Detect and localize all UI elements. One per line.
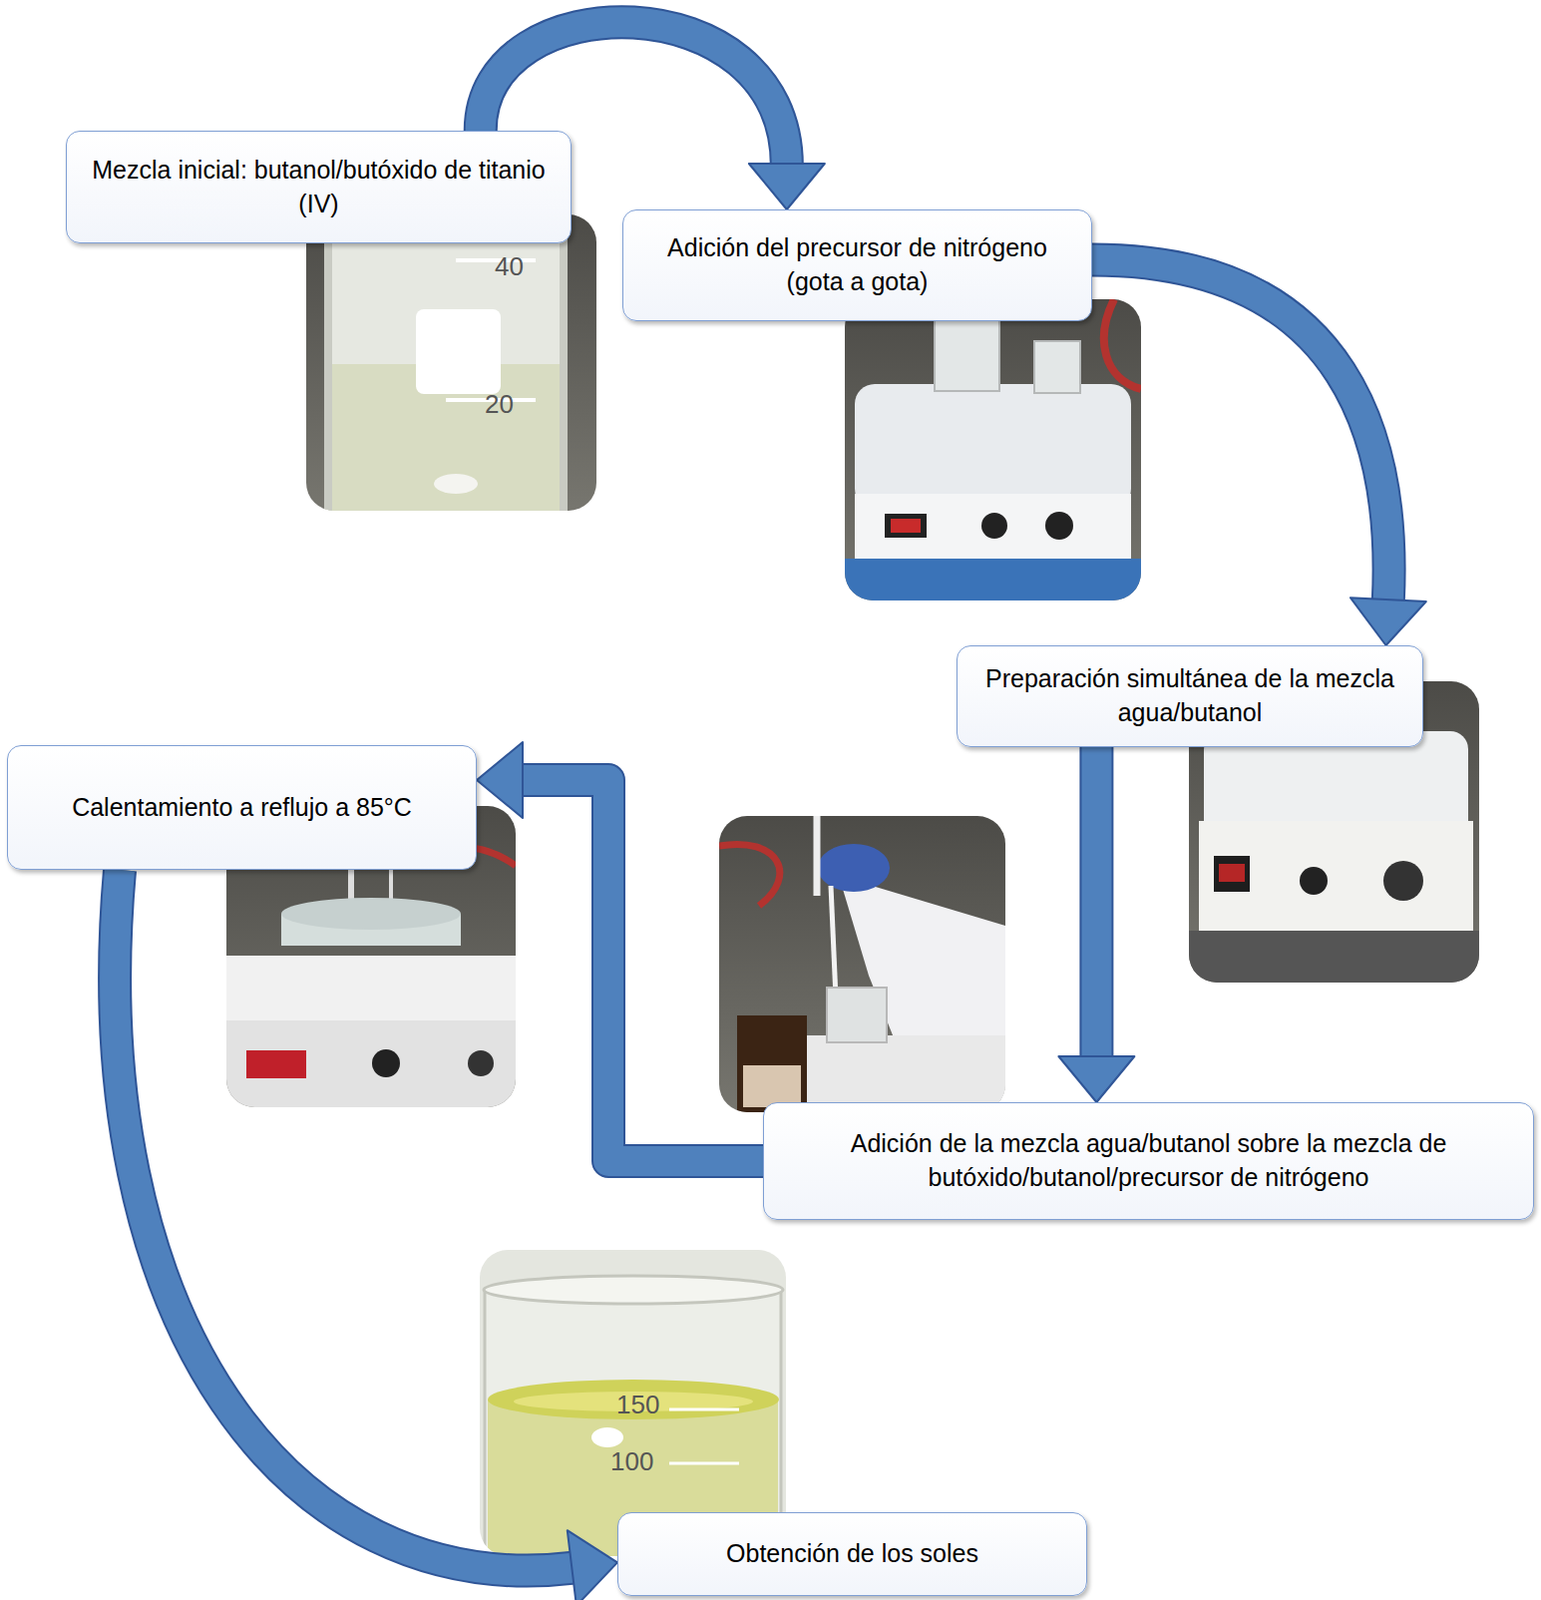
arrow-body bbox=[520, 779, 764, 1161]
hotplate-photo-part bbox=[1213, 855, 1250, 892]
graduation-number: 20 bbox=[484, 388, 514, 420]
arrow-head bbox=[567, 1530, 618, 1600]
hotplate-photo bbox=[844, 299, 1142, 601]
pipette-photo-part bbox=[813, 815, 821, 896]
sol-beaker-photo-part bbox=[487, 1379, 779, 1420]
step-text: Mezcla inicial: butanol/butóxido de tita… bbox=[84, 153, 553, 222]
hotplate-photo-part bbox=[844, 299, 1142, 601]
sol-beaker-photo bbox=[479, 1249, 786, 1556]
box-text-group: Calentamiento a reflujo a 85°C bbox=[71, 790, 412, 825]
hotplate-photo-part bbox=[1218, 863, 1245, 882]
pipette-photo-part bbox=[719, 815, 1006, 1113]
graduation-number: 150 bbox=[616, 1389, 660, 1421]
pipette-photo-part bbox=[778, 1035, 1006, 1113]
hotplate-photo-part bbox=[1188, 930, 1480, 983]
hotplate-photo-part bbox=[1034, 341, 1081, 393]
hotplate-photo-part bbox=[844, 558, 1142, 601]
hotplate-photo-part bbox=[1198, 820, 1474, 933]
box-text-group: Obtención de los soles bbox=[726, 1537, 979, 1571]
beaker-photo-part bbox=[433, 473, 478, 494]
flow-arrow bbox=[476, 742, 764, 1161]
pipette-photo bbox=[719, 815, 1006, 1113]
pipette-photo-part bbox=[817, 843, 890, 892]
pipette-photo-part bbox=[826, 987, 887, 1043]
step-text: Adición del precursor de nitrógeno (gota… bbox=[641, 231, 1074, 300]
hotplate-photo-part bbox=[1299, 866, 1328, 895]
graduation-number: 40 bbox=[494, 251, 524, 283]
process-box: Adición del precursor de nitrógeno (gota… bbox=[622, 209, 1093, 322]
beaker-photo-part bbox=[324, 214, 568, 511]
sol-beaker-photo-part bbox=[669, 1408, 740, 1412]
process-box: Obtención de los soles bbox=[617, 1512, 1088, 1596]
sol-beaker-photo-part bbox=[591, 1427, 624, 1448]
box-text-group: Preparación simultánea de la mezcla agua… bbox=[975, 662, 1405, 731]
arrow-body bbox=[1081, 747, 1112, 1059]
beaker-photo bbox=[306, 214, 597, 511]
arrow-outline bbox=[114, 869, 574, 1571]
hotplate-photo-part bbox=[854, 493, 1132, 564]
arrow-head bbox=[749, 163, 825, 210]
arrow-head bbox=[1350, 597, 1427, 646]
sol-beaker-photo-part bbox=[483, 1275, 783, 1304]
reflux-photo-part bbox=[226, 1020, 516, 1108]
step-text: Obtención de los soles bbox=[726, 1537, 979, 1571]
flow-arrow bbox=[1058, 747, 1135, 1103]
hotplate-photo-part bbox=[934, 319, 1000, 391]
beaker-photo-part bbox=[559, 214, 568, 511]
reflux-photo-part bbox=[246, 1050, 307, 1079]
pipette-photo-part bbox=[719, 843, 780, 906]
hotplate-photo-part bbox=[1383, 860, 1424, 901]
flow-arrow bbox=[114, 869, 618, 1600]
process-box: Mezcla inicial: butanol/butóxido de tita… bbox=[65, 130, 572, 244]
box-text-group: Adición de la mezcla agua/butanol sobre … bbox=[781, 1127, 1516, 1195]
process-box: Calentamiento a reflujo a 85°C bbox=[6, 745, 477, 870]
arrow-outline bbox=[1092, 259, 1390, 602]
beaker-photo-part bbox=[324, 214, 333, 511]
flow-arrow bbox=[1092, 259, 1427, 646]
reflux-photo-part bbox=[226, 955, 516, 1026]
arrow-body bbox=[1092, 259, 1390, 602]
step-text: Calentamiento a reflujo a 85°C bbox=[71, 790, 412, 825]
step-text: Adición de la mezcla agua/butanol sobre … bbox=[781, 1127, 1516, 1195]
box-text-group: Adición del precursor de nitrógeno (gota… bbox=[641, 231, 1074, 300]
hotplate-photo-part bbox=[884, 513, 927, 538]
pipette-photo-part bbox=[737, 1015, 807, 1113]
process-box: Preparación simultánea de la mezcla agua… bbox=[956, 645, 1424, 748]
hotplate-photo-part bbox=[890, 518, 921, 533]
arrow-head bbox=[476, 742, 523, 818]
hotplate-photo-part bbox=[1104, 299, 1142, 389]
reflux-photo-part bbox=[281, 897, 461, 930]
sol-beaker-photo-part bbox=[669, 1462, 740, 1466]
arrow-body bbox=[114, 869, 574, 1571]
box-text-group: Mezcla inicial: butanol/butóxido de tita… bbox=[84, 153, 553, 222]
hotplate-photo-part bbox=[854, 384, 1132, 509]
arrow-outline bbox=[520, 779, 764, 1161]
pipette-photo-part bbox=[743, 1065, 801, 1108]
step-text: Preparación simultánea de la mezcla agua… bbox=[975, 662, 1405, 731]
reflux-photo-part bbox=[467, 1050, 494, 1077]
reflux-photo-part bbox=[372, 1049, 400, 1078]
beaker-photo-part bbox=[415, 309, 501, 394]
arrow-head bbox=[1058, 1056, 1135, 1103]
hotplate-photo-part bbox=[981, 512, 1008, 539]
hotplate-photo-part bbox=[1045, 511, 1074, 540]
process-box: Adición de la mezcla agua/butanol sobre … bbox=[763, 1102, 1535, 1220]
graduation-number: 100 bbox=[610, 1446, 654, 1478]
arrow-outline bbox=[1079, 747, 1114, 1059]
